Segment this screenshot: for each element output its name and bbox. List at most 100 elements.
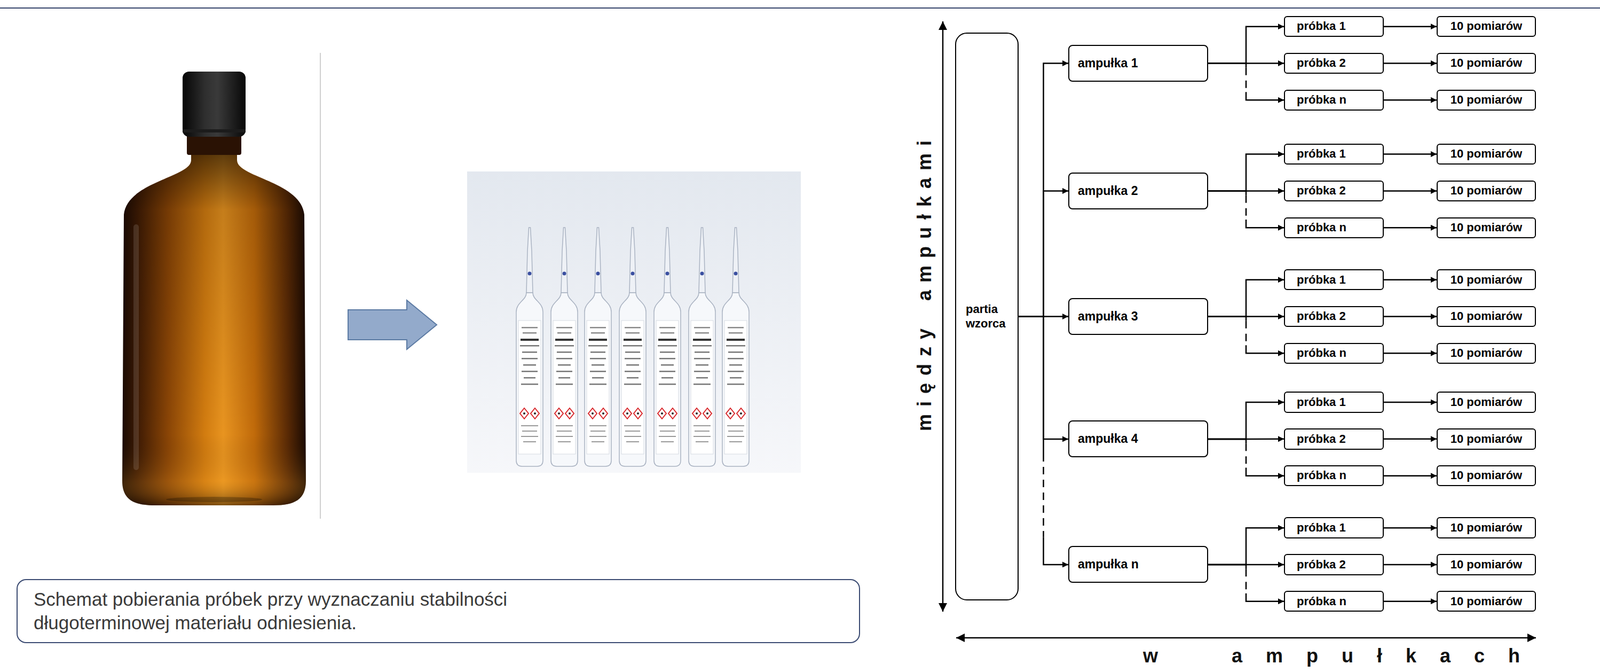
box-label: 10 pomiarów — [1450, 220, 1523, 235]
connector — [1208, 438, 1284, 476]
connector — [1208, 26, 1284, 64]
box-label: próbka 1 — [1296, 146, 1346, 161]
connector — [1018, 316, 1069, 565]
bottle-cap — [182, 71, 246, 137]
box-label: 10 pomiarów — [1450, 520, 1523, 535]
box-label: 10 pomiarów — [1450, 56, 1523, 70]
axis-label: między ampułkami — [913, 132, 936, 439]
measurement-box: 10 pomiarów — [1436, 391, 1536, 413]
divider-line — [319, 52, 321, 519]
connector-line — [1383, 526, 1437, 529]
ampoule — [722, 227, 750, 467]
connector-line — [1246, 467, 1284, 476]
box-label: próbka 1 — [1296, 19, 1346, 34]
connector-line — [1245, 568, 1248, 593]
connector-line — [1043, 536, 1069, 565]
top-rule — [0, 7, 1600, 9]
sample-box: próbka 1 — [1283, 516, 1384, 538]
connector — [1018, 63, 1069, 317]
connector-line — [1208, 316, 1247, 321]
connector — [1208, 190, 1284, 228]
sample-box: próbka 1 — [1283, 391, 1384, 413]
connector-line — [1246, 219, 1284, 228]
connector-line — [1246, 593, 1284, 602]
connector-line — [1208, 438, 1247, 444]
connector-line — [1042, 453, 1045, 537]
connector-line — [1383, 352, 1437, 354]
axis-arrow — [942, 21, 944, 612]
connector — [1208, 402, 1284, 439]
axis-arrow — [956, 636, 1536, 639]
box-label: próbka n — [1296, 594, 1347, 609]
connector-line — [1383, 401, 1437, 404]
box-label: 10 pomiarów — [1450, 272, 1523, 287]
box-label: ampułka 4 — [1077, 431, 1139, 447]
connector-line — [1246, 344, 1284, 353]
connector-line — [1383, 25, 1437, 28]
connector-line — [1383, 99, 1437, 101]
connector-line — [1245, 67, 1248, 92]
connector — [1383, 316, 1437, 317]
connector — [1383, 600, 1437, 602]
connector-line — [1383, 278, 1437, 281]
measurement-box: 10 pomiarów — [1436, 516, 1536, 538]
box-label: partia wzorca — [965, 302, 1014, 331]
ampoule-box: ampułka 3 — [1068, 297, 1209, 335]
ampoule — [516, 227, 543, 467]
sample-box: próbka 1 — [1283, 16, 1384, 37]
connector — [1208, 63, 1284, 101]
connector-line — [1383, 438, 1437, 440]
connector-line — [1208, 279, 1284, 317]
connector-line — [1208, 402, 1284, 439]
sample-box: próbka 1 — [1283, 269, 1384, 290]
connector-line — [1383, 190, 1437, 192]
ampoule — [688, 227, 716, 467]
box-label: próbka 1 — [1296, 520, 1346, 535]
connector — [1383, 352, 1437, 354]
connector — [1383, 99, 1437, 101]
connector-line — [1383, 153, 1437, 155]
ampoule-box: ampułka n — [1068, 545, 1209, 583]
box-label: próbka n — [1296, 468, 1347, 483]
connector-line — [1018, 316, 1044, 455]
connector-line — [1245, 195, 1248, 220]
connector-line — [1245, 443, 1248, 468]
sample-box: próbka n — [1283, 590, 1384, 612]
connector-line — [1246, 91, 1284, 100]
connector — [1208, 316, 1284, 354]
connector-line — [1383, 474, 1437, 477]
bottle-base — [166, 496, 263, 502]
sample-box: próbka 2 — [1283, 52, 1384, 74]
ampoules-photo — [467, 171, 801, 473]
box-label: 10 pomiarów — [1450, 468, 1523, 483]
connector — [1208, 564, 1284, 602]
connector — [1383, 438, 1437, 439]
bottle-shade — [122, 153, 306, 506]
connector — [1383, 563, 1437, 565]
connector-line — [1383, 226, 1437, 229]
connector-line — [1018, 63, 1069, 317]
ampoule — [653, 227, 681, 467]
measurement-box: 10 pomiarów — [1436, 305, 1536, 327]
ampoule-box: ampułka 1 — [1068, 44, 1209, 82]
box-label: próbka n — [1296, 220, 1347, 235]
amber-bottle — [122, 71, 306, 506]
box-label: 10 pomiarów — [1450, 557, 1523, 572]
box-label: 10 pomiarów — [1450, 345, 1523, 360]
sample-box: próbka n — [1283, 217, 1384, 239]
box-label: ampułka 1 — [1077, 56, 1139, 72]
connector-line — [1208, 63, 1247, 68]
measurement-box: 10 pomiarów — [1436, 342, 1536, 364]
box-label: 10 pomiarów — [1450, 92, 1523, 107]
connector — [1383, 227, 1437, 228]
box-label: próbka 2 — [1296, 56, 1346, 70]
measurement-box: 10 pomiarów — [1436, 553, 1536, 575]
sample-box: próbka n — [1283, 464, 1384, 486]
connector — [1018, 190, 1069, 317]
connector-line — [1245, 320, 1248, 345]
photo-ground — [467, 171, 801, 473]
connector — [1208, 279, 1284, 317]
box-label: 10 pomiarów — [1450, 431, 1523, 446]
box-label: 10 pomiarów — [1450, 19, 1523, 34]
ampoule — [619, 227, 646, 467]
